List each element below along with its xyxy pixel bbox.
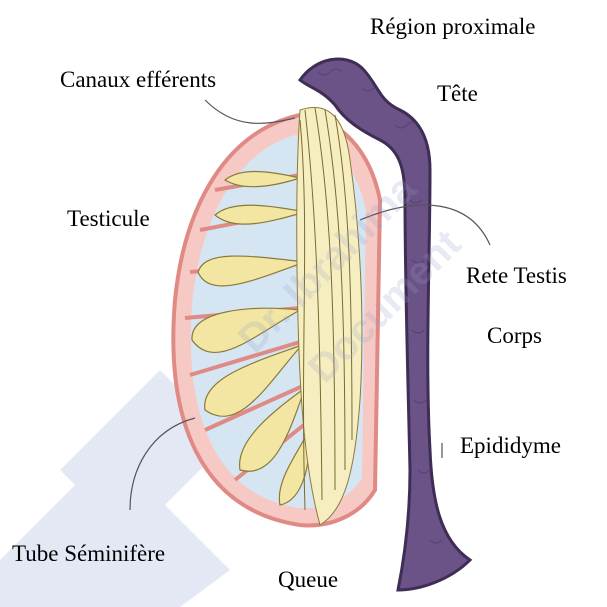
label-testicule: Testicule [67,207,150,230]
label-region-proximale: Région proximale [370,15,535,38]
label-tube-seminifere: Tube Séminifère [12,542,165,565]
label-tete: Tête [437,82,478,105]
label-corps: Corps [487,324,542,347]
label-queue: Queue [278,568,338,591]
label-epididyme: Epididyme [460,434,561,457]
label-rete-testis: Rete Testis [466,264,567,287]
label-canaux-efferents: Canaux efférents [60,68,216,91]
